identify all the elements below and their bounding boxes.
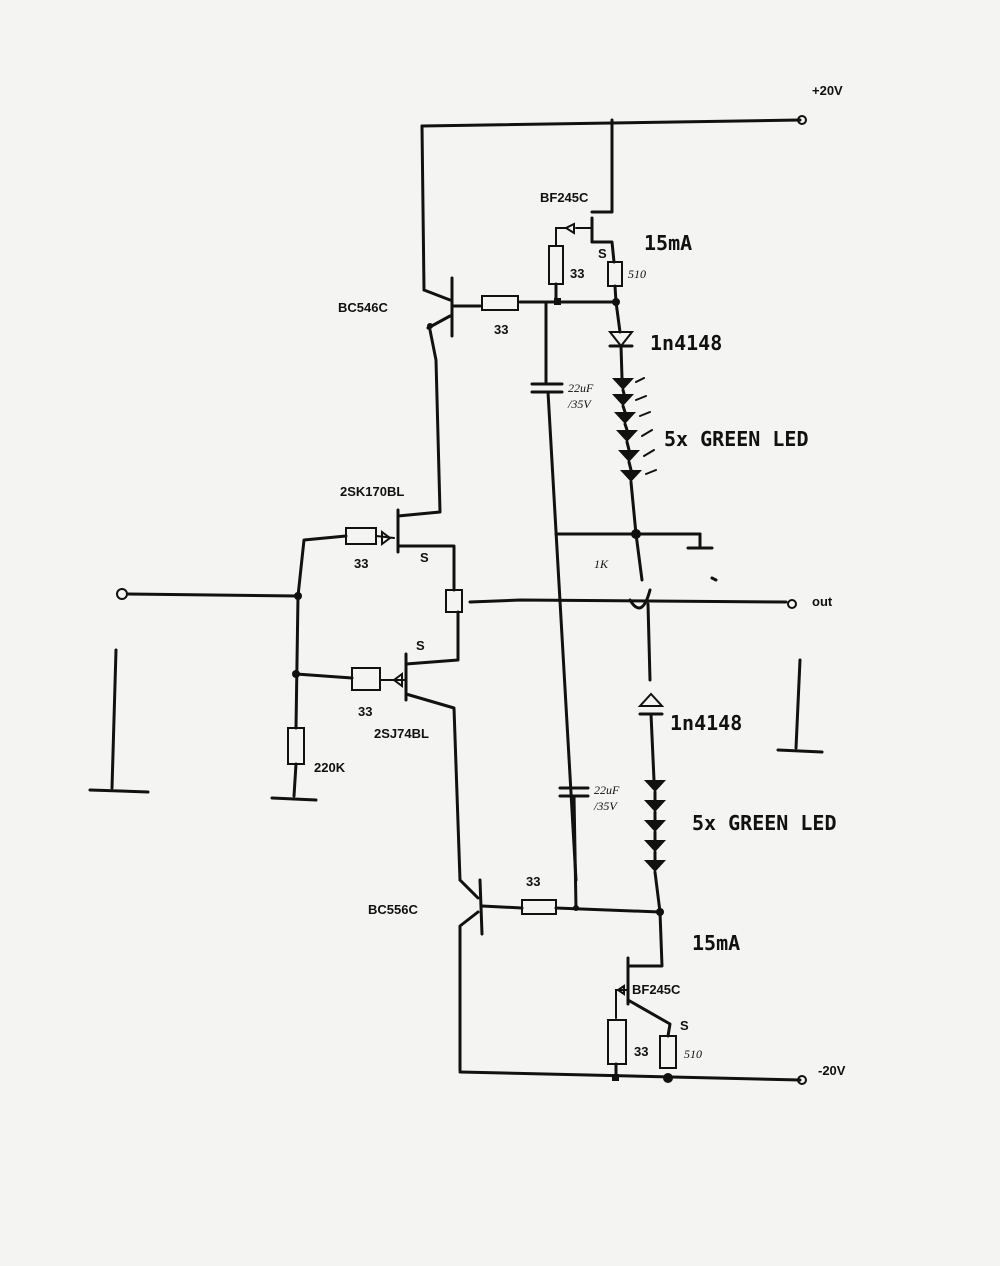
label-bottom-leds: 5x GREEN LED [692,811,837,835]
negative-rail [458,1070,807,1085]
label-top-cap-voltage: /35V [567,397,592,411]
vpos-terminal [797,115,807,125]
label-top-jfet-source: S [598,246,607,261]
pnp-base-resistor [521,899,664,916]
label-npn: BC546C [338,300,388,315]
output-wire [468,598,788,604]
bottom-led-string [644,780,666,914]
n-jfet-2sk170bl [345,328,463,613]
label-pnp: BC556C [368,902,418,917]
label-n-jfet: 2SK170BL [340,484,404,499]
label-vpos: +20V [812,83,843,98]
top-resistor-510 [607,261,623,304]
label-nj-r33: 33 [354,556,368,571]
top-led-string [612,377,657,536]
positive-rail [420,115,807,292]
input-resistor-220k [270,727,318,802]
label-nj-source: S [420,550,429,565]
nj-gate-resistor [345,527,377,545]
label-npn-r33: 33 [494,322,508,337]
label-pj-r33: 33 [358,704,372,719]
right-ground-marker [776,658,824,754]
label-out: out [812,594,833,609]
label-pj-source: S [416,638,425,653]
bottom-resistor-510 [659,1035,677,1083]
label-pnp-r33: 33 [526,874,540,889]
label-top-r33: 33 [570,266,584,281]
label-bottom-diode: 1n4148 [670,711,742,735]
top-resistor-33 [548,245,564,304]
label-r220k: 220K [314,760,346,775]
center-resistor-1k [634,532,644,582]
label-top-current: 15mA [644,231,692,255]
label-p-jfet: 2SJ74BL [374,726,429,741]
npn-base-resistor [481,295,519,311]
label-r1k: 1K [594,557,609,571]
label-bottom-r33: 33 [634,1044,648,1059]
left-ground-marker [88,648,150,794]
vneg-terminal [797,1075,807,1085]
top-jfet-bf245c [555,118,616,264]
label-top-leds: 5x GREEN LED [664,427,809,451]
label-bottom-jfet-source: S [680,1018,689,1033]
label-bottom-r510: 510 [684,1047,702,1061]
bottom-resistor-33 [607,1019,627,1081]
bottom-capacitor-22uf [558,786,590,910]
bottom-diode-string [637,692,665,782]
label-top-diode: 1n4148 [650,331,722,355]
p-jfet-2sj74bl [351,610,462,882]
npn-transistor-bc546c [422,276,482,338]
label-bottom-current: 15mA [692,931,740,955]
input-terminal [116,588,128,600]
input-network [116,534,354,730]
label-top-r510: 510 [628,267,646,281]
label-top-jfet: BF245C [540,190,589,205]
top-capacitor-22uf [530,300,578,882]
label-bottom-cap-voltage: /35V [593,799,618,813]
pnp-transistor-bc556c [458,878,524,1072]
label-top-cap: 22uF [568,381,594,395]
bottom-jfet-bf245c [615,910,672,1038]
label-bottom-cap: 22uF [594,783,620,797]
label-bottom-jfet: BF245C [632,982,681,997]
out-terminal [787,599,797,609]
label-vneg: -20V [818,1063,846,1078]
pj-gate-resistor [351,667,381,691]
top-diode-string [607,300,635,380]
